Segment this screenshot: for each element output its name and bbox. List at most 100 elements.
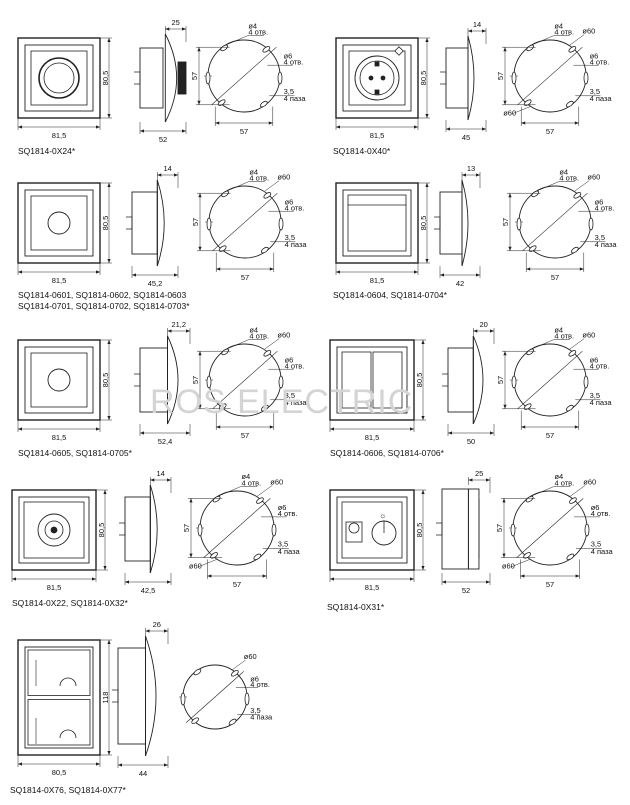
slot-hole-count-label: 4 отв.	[250, 680, 270, 689]
mounting-slot	[193, 668, 202, 676]
front-width-label: 81,5	[365, 583, 380, 592]
arrow	[262, 574, 267, 578]
arrow	[579, 267, 584, 271]
slot-hole-count-label: 4 отв.	[590, 361, 610, 370]
arrow	[96, 427, 100, 431]
slot-count-label: 4 паза	[595, 240, 618, 249]
front-view: 81,580,5	[335, 182, 430, 285]
slot-diameter-label: ø6	[591, 503, 600, 512]
arrow	[268, 121, 273, 125]
mount-width-label: 57	[233, 580, 241, 589]
side-width-label: 42	[456, 279, 464, 288]
front-width-label: 81,5	[52, 433, 67, 442]
side-depth-label: 14	[156, 469, 164, 478]
arrow	[118, 763, 122, 767]
arrow	[215, 121, 220, 125]
front-height-label: 80,5	[419, 216, 428, 231]
arrow	[521, 121, 526, 125]
socket-ring	[354, 55, 400, 101]
hole-diameter-label: ø4	[249, 325, 258, 334]
mounting-slot	[253, 553, 262, 561]
rect	[30, 352, 88, 408]
arrow	[425, 259, 429, 263]
mount-width-label: 57	[241, 273, 249, 282]
coax-ring	[37, 513, 71, 547]
mount-width-label: 57	[241, 431, 249, 440]
slot-width-label: 3,5	[595, 233, 605, 242]
knob-inner	[43, 62, 75, 94]
arrow	[107, 38, 111, 42]
arrow	[482, 29, 486, 33]
line	[528, 35, 554, 47]
line	[533, 181, 559, 193]
arrow	[448, 431, 452, 435]
arrow	[198, 246, 202, 251]
hole-count-label: 4 отв.	[249, 332, 269, 341]
mounting-slot	[526, 44, 535, 52]
rect	[17, 339, 101, 421]
hole-diameter-label: ø4	[241, 472, 250, 481]
mounting-slot	[526, 348, 535, 356]
mounting-slot	[180, 692, 186, 706]
line	[212, 192, 278, 252]
rect	[124, 496, 151, 562]
slot-diameter-label: ø6	[284, 52, 293, 61]
mount-width-label: 57	[546, 127, 554, 136]
arrow	[526, 267, 531, 271]
arrow	[269, 425, 274, 429]
circle-diameter-label-lower: ø60	[503, 109, 516, 118]
slot-diameter-label: ø6	[595, 198, 604, 207]
side-depth-label: 14	[473, 20, 481, 29]
mounting-slot	[217, 99, 226, 106]
arrow	[421, 340, 425, 344]
arrow	[490, 431, 494, 435]
line	[569, 34, 585, 46]
slot-diameter-label: ø6	[590, 52, 599, 61]
mounting-slot	[565, 100, 574, 108]
slot-hole-count-label: 4 отв.	[278, 509, 298, 518]
arrow	[182, 129, 186, 133]
mounting-slot	[568, 46, 577, 53]
rect	[348, 50, 406, 106]
mounting-slot	[584, 523, 590, 537]
port-arc	[59, 729, 77, 739]
mounting-slot	[263, 350, 272, 357]
mount-width-label: 57	[546, 580, 554, 589]
slot-width-label: 3,5	[591, 540, 601, 549]
arrow	[425, 114, 429, 118]
side-plate	[467, 35, 475, 121]
line	[257, 485, 273, 497]
arrow	[140, 431, 144, 435]
arrow	[468, 478, 473, 482]
mounting-slot	[206, 217, 212, 231]
mounting-slot	[523, 552, 531, 559]
arrow	[473, 329, 478, 333]
front-width-label: 81,5	[52, 131, 67, 140]
front-height-label: 80,5	[415, 373, 424, 388]
side-clip	[434, 216, 441, 230]
mounting-slot	[221, 190, 230, 198]
slot-width-label: 3,5	[284, 87, 294, 96]
line	[516, 498, 584, 558]
front-height-label: 80,5	[419, 71, 428, 86]
arrow	[421, 416, 425, 420]
socket-pin	[380, 75, 386, 81]
mounting-slot	[523, 99, 532, 106]
arrow	[269, 267, 274, 271]
slot-count-label: 4 паза	[285, 240, 308, 249]
rect	[447, 347, 474, 413]
knob-outer	[38, 57, 80, 99]
arrow	[150, 478, 155, 482]
hole-diameter-label: ø4	[554, 472, 563, 481]
arrow	[207, 574, 212, 578]
caption-b5: SQ1814-0605, SQ1814-0705*	[18, 448, 132, 458]
rect	[23, 501, 85, 559]
slot-hole-count-label: 4 отв.	[285, 361, 305, 370]
mounting-slot	[271, 523, 277, 537]
